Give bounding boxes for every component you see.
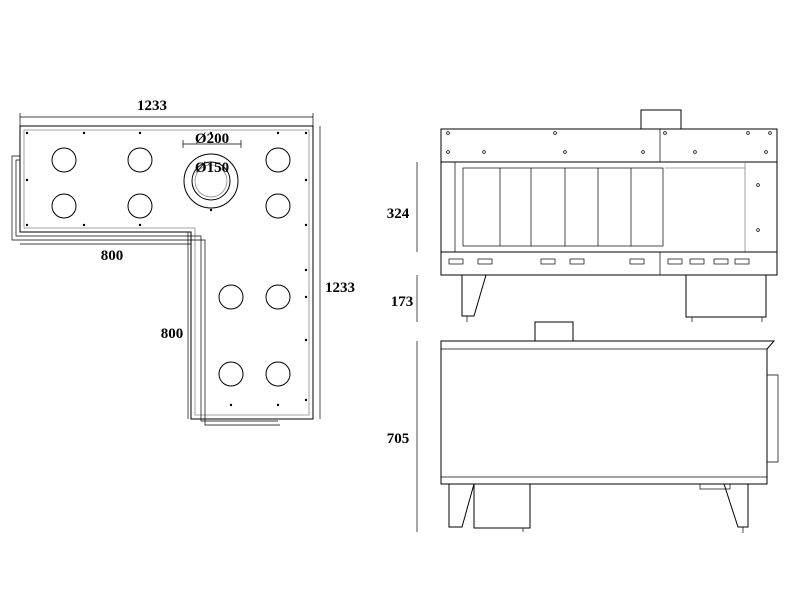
plan-dot-5 <box>276 131 280 135</box>
front-slot-5 <box>629 258 645 265</box>
label-flue-inner: Ø150 <box>195 160 229 176</box>
front-slot-7 <box>689 258 705 265</box>
burner-hole-2 <box>127 147 153 173</box>
front-glass-frame <box>462 167 664 247</box>
plan-side-left-2 <box>15 159 278 422</box>
plan-dot-19 <box>276 403 280 407</box>
plan-dot-14 <box>304 268 308 272</box>
front-dot-8 <box>553 131 557 135</box>
front-slots <box>448 258 750 265</box>
burner-hole-3 <box>265 147 291 173</box>
plan-dot-13 <box>304 223 308 227</box>
front-dot-13 <box>756 228 760 232</box>
burner-hole-8 <box>265 284 291 310</box>
front-top-band <box>440 128 778 163</box>
front-dot-6 <box>764 150 768 154</box>
burner-hole-9 <box>218 361 244 387</box>
plan-dot-8 <box>304 178 308 182</box>
front-base-band <box>440 251 778 276</box>
label-plan-height: 1233 <box>325 280 355 296</box>
burner-hole-1 <box>51 147 77 173</box>
front-elevation: 324 173 <box>387 109 778 322</box>
front-dot-4 <box>641 150 645 154</box>
front-dot-12 <box>756 183 760 187</box>
burner-hole-5 <box>127 193 153 219</box>
label-elev-705: 705 <box>387 431 410 447</box>
side-flue-stub <box>534 321 574 342</box>
front-slot-8 <box>713 258 729 265</box>
flue-outer-circle <box>183 153 239 209</box>
front-dot-9 <box>663 131 667 135</box>
flue-core-circle <box>194 164 228 198</box>
plan-view: 1233 800 800 1233 Ø200 Ø150 <box>11 98 355 426</box>
plan-dot-18 <box>229 403 233 407</box>
side-leg-right <box>723 483 749 528</box>
front-dot-1 <box>446 150 450 154</box>
plan-mount-dots <box>25 131 308 407</box>
front-left-side <box>440 161 456 253</box>
front-leg-box <box>685 274 767 318</box>
label-elev-173: 173 <box>391 294 414 310</box>
front-dot-10 <box>746 131 750 135</box>
front-slot-2 <box>477 258 493 265</box>
plan-dot-10 <box>82 223 86 227</box>
plan-dot-9 <box>25 223 29 227</box>
front-dot-5 <box>693 150 697 154</box>
plan-dot-7 <box>25 178 29 182</box>
plan-dot-4 <box>209 131 213 135</box>
label-plan-inner-height: 800 <box>161 326 184 342</box>
label-flue-outer: Ø200 <box>195 131 229 147</box>
front-slot-1 <box>448 258 464 265</box>
burner-hole-7 <box>218 284 244 310</box>
plan-dot-2 <box>82 131 86 135</box>
plan-dot-1 <box>25 131 29 135</box>
plan-outline <box>19 125 314 420</box>
side-leg-box <box>473 483 531 529</box>
front-dot-2 <box>482 150 486 154</box>
side-small-bracket <box>699 483 731 490</box>
side-right-panel <box>767 374 779 463</box>
front-dot-7 <box>446 131 450 135</box>
side-body <box>440 340 776 485</box>
plan-inner-outline <box>23 129 310 416</box>
front-dot-3 <box>563 150 567 154</box>
side-leg-left <box>448 483 475 528</box>
side-elevation: 705 <box>387 321 779 533</box>
burner-hole-6 <box>265 193 291 219</box>
label-elev-324: 324 <box>387 206 410 222</box>
plan-dot-12 <box>209 208 213 212</box>
flue-inner-circle <box>191 161 231 201</box>
burner-hole-10 <box>265 361 291 387</box>
burner-holes <box>51 147 291 387</box>
front-slot-3 <box>540 258 556 265</box>
plan-dot-15 <box>304 295 308 299</box>
front-slot-6 <box>667 258 683 265</box>
front-slot-4 <box>569 258 585 265</box>
front-flue-stub <box>640 109 682 130</box>
plan-side-left <box>11 155 280 426</box>
plan-dot-16 <box>304 338 308 342</box>
plan-dot-6 <box>304 131 308 135</box>
plan-dot-3 <box>138 131 142 135</box>
plan-dot-17 <box>304 398 308 402</box>
front-slot-9 <box>734 258 750 265</box>
front-dot-11 <box>768 131 772 135</box>
front-top-dots <box>446 131 772 232</box>
burner-hole-4 <box>51 193 77 219</box>
front-body <box>440 161 778 253</box>
label-plan-inner-width: 800 <box>101 248 124 264</box>
label-plan-width: 1233 <box>137 98 167 114</box>
front-leg-left <box>461 274 487 317</box>
plan-dot-11 <box>138 223 142 227</box>
